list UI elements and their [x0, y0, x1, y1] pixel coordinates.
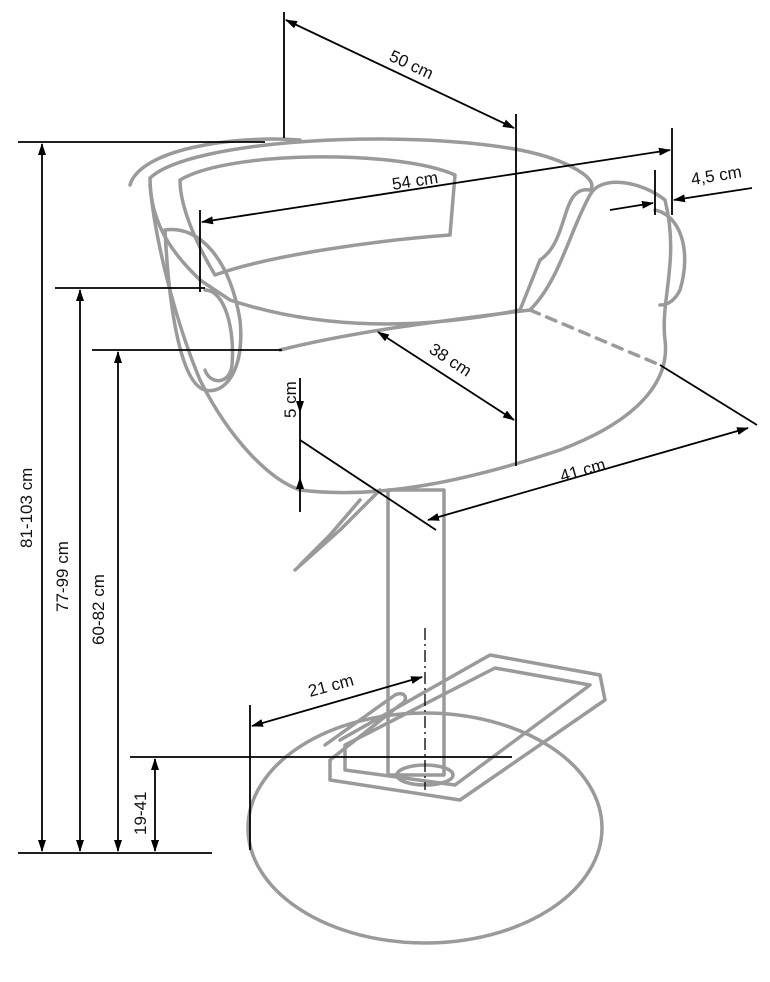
label-seat-width: 41 cm	[558, 455, 608, 486]
label-width-outer: 54 cm	[391, 168, 440, 194]
armrest-left	[163, 227, 243, 393]
label-armrest-height: 77-99 cm	[53, 541, 72, 612]
base	[246, 711, 604, 945]
label-seat-depth: 38 cm	[426, 339, 475, 380]
label-base-radius: 21 cm	[306, 671, 356, 701]
armrest-right	[653, 208, 687, 307]
label-seat-thickness: 5 cm	[281, 381, 300, 418]
pole	[386, 488, 446, 777]
stool-outline	[128, 137, 687, 945]
label-footrest-height: 19-41	[131, 792, 150, 835]
dimension-lines	[18, 12, 758, 854]
label-total-height: 81-103 cm	[17, 468, 36, 548]
label-armrest: 4,5 cm	[690, 162, 743, 189]
label-seat-height: 60-82 cm	[89, 574, 108, 645]
seat	[148, 180, 673, 495]
label-depth-top: 50 cm	[386, 46, 436, 83]
